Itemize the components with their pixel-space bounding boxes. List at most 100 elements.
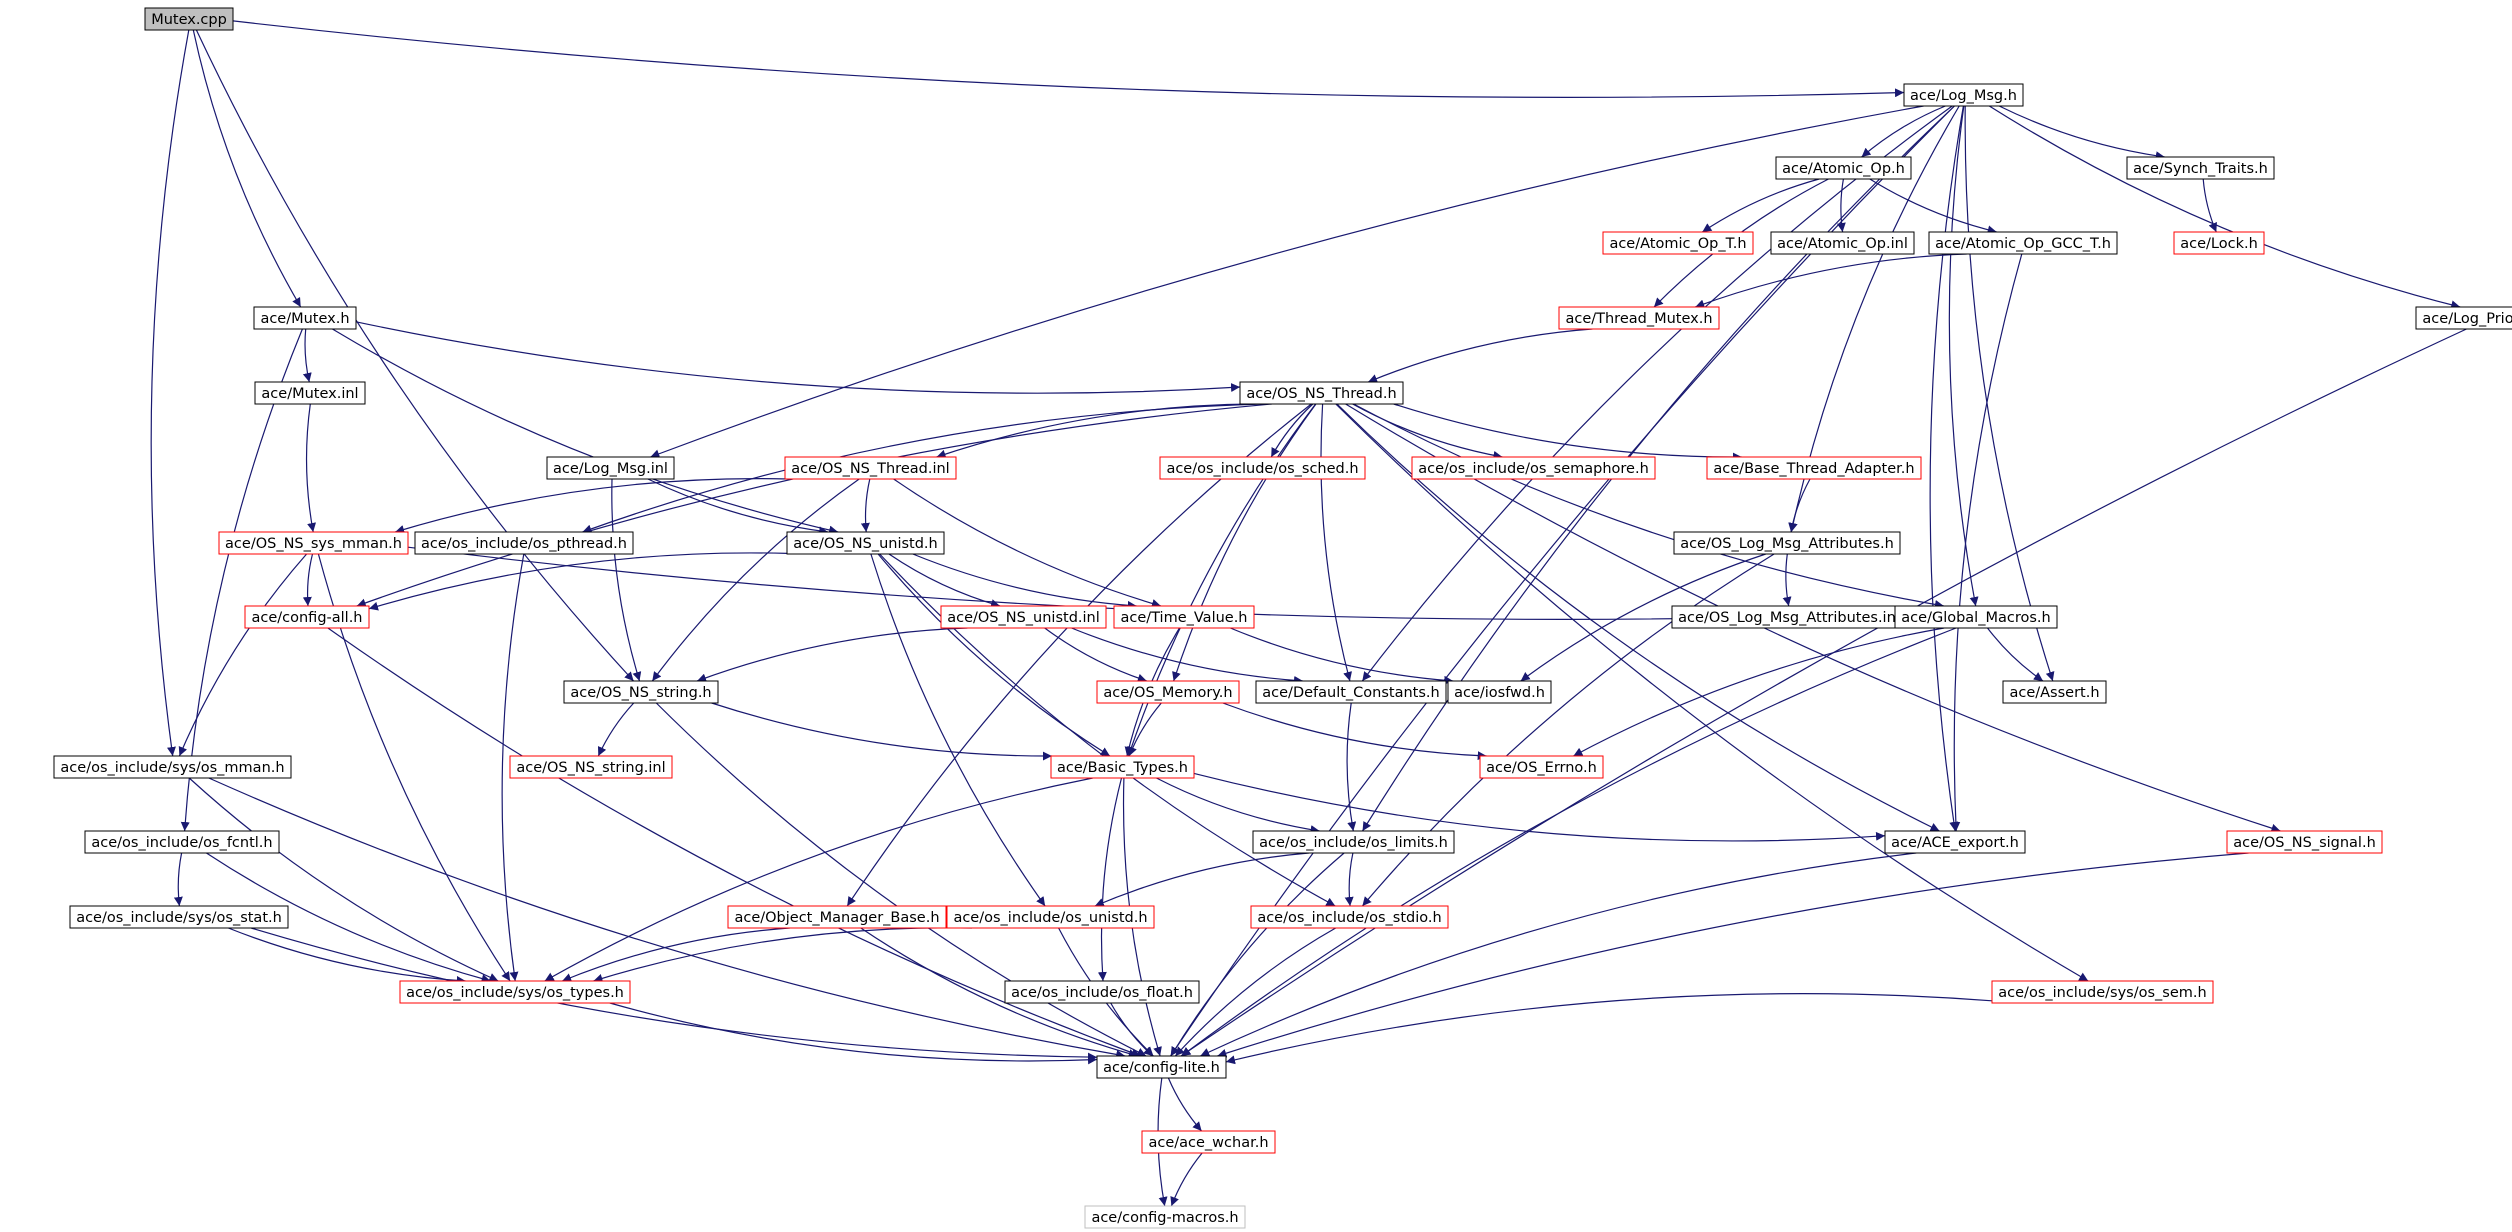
- node-os-ns-unistd-h[interactable]: ace/OS_NS_unistd.h: [786, 531, 945, 555]
- edge-global-macros-h-to-config-lite-h: [1181, 627, 1957, 1057]
- edge-line: [1695, 253, 1967, 309]
- node-atomic-op-t-h[interactable]: ace/Atomic_Op_T.h: [1602, 231, 1754, 255]
- node-global-macros-h[interactable]: ace/Global_Macros.h: [1894, 605, 2058, 629]
- node-label: Mutex.cpp: [151, 12, 227, 28]
- node-os-fcntl-h[interactable]: ace/os_include/os_fcntl.h: [84, 830, 280, 854]
- node-atomic-op-gcc-t-h[interactable]: ace/Atomic_Op_GCC_T.h: [1928, 231, 2118, 255]
- edge-os-limits-h-to-os-unistd-h: [1094, 852, 1310, 907]
- node-basic-types-h[interactable]: ace/Basic_Types.h: [1050, 755, 1195, 779]
- node-synch-traits-h[interactable]: ace/Synch_Traits.h: [2126, 156, 2275, 180]
- edge-sys-os-mman-h-to-config-lite-h: [208, 777, 1126, 1059]
- edge-os-ns-thread-h-to-global-macros-h: [1353, 403, 1945, 609]
- edge-line: [1167, 1077, 1203, 1132]
- node-config-all-h[interactable]: ace/config-all.h: [244, 605, 370, 629]
- node-box: [946, 905, 1155, 929]
- edge-global-macros-h-to-os-errno-h: [1573, 627, 1945, 757]
- edge-os-ns-string-h-to-os-ns-string-inl: [597, 702, 635, 757]
- edge-line: [327, 627, 1141, 1058]
- node-os-log-msg-attributes-inl[interactable]: ace/OS_Log_Msg_Attributes.inl: [1671, 605, 1907, 629]
- node-config-macros-h[interactable]: ace/config-macros.h: [1084, 1205, 1246, 1229]
- edge-line: [1200, 852, 1917, 1057]
- node-ace-wchar-h[interactable]: ace/ace_wchar.h: [1141, 1130, 1276, 1154]
- node-label: ace/config-macros.h: [1091, 1210, 1238, 1226]
- node-sys-os-mman-h[interactable]: ace/os_include/sys/os_mman.h: [53, 755, 292, 779]
- node-mutex-h[interactable]: ace/Mutex.h: [253, 306, 357, 330]
- edge-line: [395, 478, 789, 534]
- node-label: ace/os_include/os_float.h: [1011, 985, 1193, 1001]
- node-os-ns-string-h[interactable]: ace/OS_NS_string.h: [563, 680, 719, 704]
- node-os-errno-h[interactable]: ace/OS_Errno.h: [1479, 755, 1604, 779]
- node-atomic-op-inl[interactable]: ace/Atomic_Op.inl: [1770, 231, 1915, 255]
- node-assert-h[interactable]: ace/Assert.h: [2002, 680, 2107, 704]
- node-log-msg-inl[interactable]: ace/Log_Msg.inl: [546, 456, 675, 480]
- edge-base-thread-adapter-h-to-os-log-msg-attributes-h: [1788, 478, 1811, 533]
- node-os-log-msg-attributes-h[interactable]: ace/OS_Log_Msg_Attributes.h: [1673, 531, 1901, 555]
- node-sys-os-stat-h[interactable]: ace/os_include/sys/os_stat.h: [69, 905, 289, 929]
- node-label: ace/ACE_export.h: [1891, 835, 2019, 851]
- node-atomic-op-h[interactable]: ace/Atomic_Op.h: [1775, 156, 1912, 180]
- node-box: [69, 905, 289, 929]
- node-sys-os-sem-h[interactable]: ace/os_include/sys/os_sem.h: [1991, 980, 2214, 1004]
- node-ace-export-h[interactable]: ace/ACE_export.h: [1884, 830, 2026, 854]
- edge-line: [1170, 1152, 1203, 1207]
- node-os-pthread-h[interactable]: ace/os_include/os_pthread.h: [414, 531, 634, 555]
- edge-line: [208, 777, 1126, 1059]
- node-os-ns-sys-mman-h[interactable]: ace/OS_NS_sys_mman.h: [218, 531, 409, 555]
- edge-line: [1929, 105, 1964, 832]
- edge-mutex-cpp-to-os-ns-string-h: [195, 29, 635, 682]
- edge-os-ns-thread-inl-to-os-ns-sys-mman-h: [395, 478, 789, 534]
- node-os-sched-h[interactable]: ace/os_include/os_sched.h: [1159, 456, 1366, 480]
- node-box: [254, 381, 366, 405]
- node-label: ace/OS_NS_signal.h: [2233, 835, 2376, 851]
- edge-os-stdio-h-to-config-lite-h: [1174, 927, 1336, 1057]
- node-lock-h[interactable]: ace/Lock.h: [2173, 231, 2265, 255]
- node-mutex-cpp[interactable]: Mutex.cpp: [144, 7, 234, 31]
- node-os-ns-string-inl[interactable]: ace/OS_NS_string.inl: [509, 755, 673, 779]
- edge-line: [1193, 772, 1886, 842]
- node-base-thread-adapter-h[interactable]: ace/Base_Thread_Adapter.h: [1706, 456, 1922, 480]
- node-log-priority-h[interactable]: ace/Log_Priority.h: [2415, 306, 2512, 330]
- node-os-ns-unistd-inl[interactable]: ace/OS_NS_unistd.inl: [940, 605, 1107, 629]
- node-os-ns-thread-h[interactable]: ace/OS_NS_Thread.h: [1239, 381, 1404, 405]
- edge-line: [1520, 553, 1766, 682]
- node-os-limits-h[interactable]: ace/os_include/os_limits.h: [1252, 830, 1455, 854]
- edge-line: [368, 552, 788, 611]
- node-os-semaphore-h[interactable]: ace/os_include/os_semaphore.h: [1411, 456, 1656, 480]
- node-box: [1096, 680, 1240, 704]
- node-log-msg-h[interactable]: ace/Log_Msg.h: [1903, 83, 2024, 107]
- edge-line: [302, 553, 314, 607]
- node-mutex-inl[interactable]: ace/Mutex.inl: [254, 381, 366, 405]
- edge-log-msg-h-to-default-constants-h: [1361, 105, 1953, 682]
- node-time-value-h[interactable]: ace/Time_Value.h: [1113, 605, 1255, 629]
- edge-line: [1094, 852, 1310, 907]
- edge-mutex-inl-to-os-ns-sys-mman-h: [305, 403, 317, 533]
- node-label: ace/OS_NS_Thread.inl: [791, 461, 949, 477]
- edge-os-ns-thread-inl-to-os-ns-string-h: [651, 478, 860, 682]
- edge-config-lite-h-to-ace-wchar-h: [1167, 1077, 1203, 1132]
- node-sys-os-types-h[interactable]: ace/os_include/sys/os_types.h: [399, 980, 631, 1004]
- node-box: [1447, 680, 1552, 704]
- node-os-memory-h[interactable]: ace/OS_Memory.h: [1096, 680, 1240, 704]
- node-label: ace/os_include/sys/os_types.h: [406, 985, 624, 1001]
- edge-line: [1127, 403, 1317, 757]
- node-box: [84, 830, 280, 854]
- node-os-unistd-h[interactable]: ace/os_include/os_unistd.h: [946, 905, 1155, 929]
- node-default-constants-h[interactable]: ace/Default_Constants.h: [1255, 680, 1447, 704]
- node-config-lite-h[interactable]: ace/config-lite.h: [1096, 1055, 1227, 1079]
- node-os-ns-thread-inl[interactable]: ace/OS_NS_Thread.inl: [784, 456, 957, 480]
- edge-line: [1174, 927, 1336, 1057]
- node-thread-mutex-h[interactable]: ace/Thread_Mutex.h: [1558, 306, 1720, 330]
- node-os-stdio-h[interactable]: ace/os_include/os_stdio.h: [1250, 905, 1449, 929]
- edge-sys-os-stat-h-to-sys-os-types-h: [228, 927, 466, 985]
- edge-os-limits-h-to-config-lite-h: [1170, 852, 1345, 1057]
- node-os-float-h[interactable]: ace/os_include/os_float.h: [1004, 980, 1200, 1004]
- node-box: [1159, 456, 1366, 480]
- node-object-manager-base-h[interactable]: ace/Object_Manager_Base.h: [727, 905, 947, 929]
- node-os-ns-signal-h[interactable]: ace/OS_NS_signal.h: [2226, 830, 2383, 854]
- edge-os-ns-thread-h-to-basic-types-h: [1127, 403, 1317, 757]
- edge-line: [1948, 105, 1979, 607]
- node-label: ace/os_include/os_unistd.h: [953, 910, 1147, 926]
- node-box: [1411, 456, 1656, 480]
- node-iosfwd-h[interactable]: ace/iosfwd.h: [1447, 680, 1552, 704]
